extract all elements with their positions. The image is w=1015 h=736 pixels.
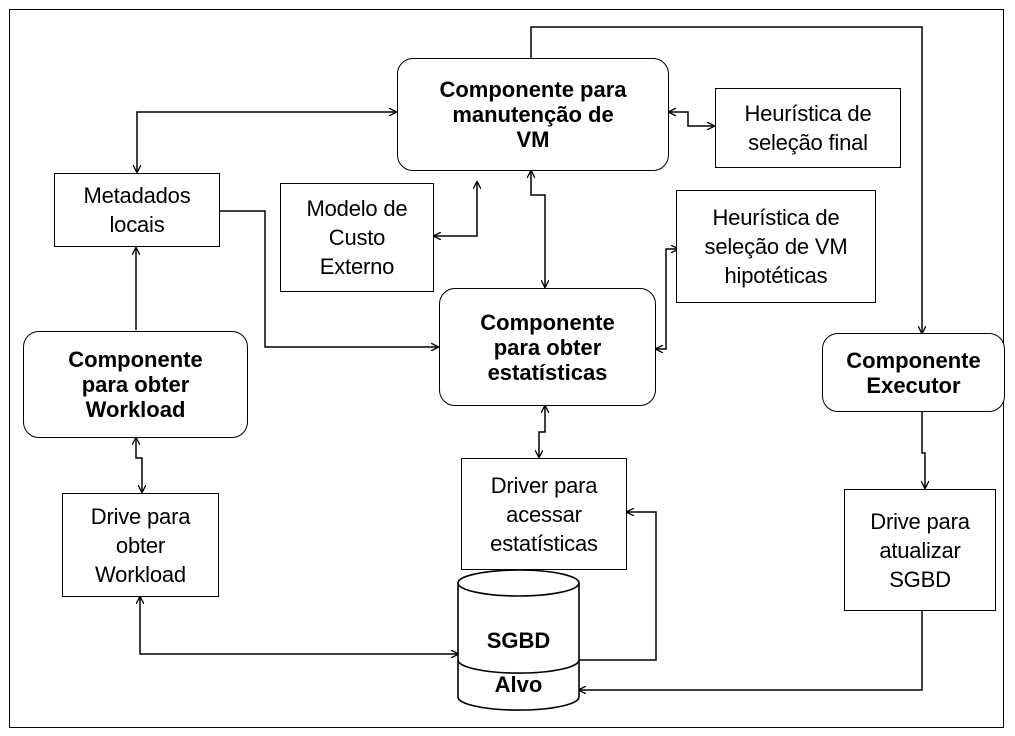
drive-obter-workload-label: Drive para obter Workload: [90, 503, 191, 587]
heuristica-vm-hipoteticas-label: Heurística de seleção de VM hipotéticas: [704, 205, 848, 288]
edge-sgbd-driver: [579, 512, 657, 661]
edge-metadados-estatisticas: [220, 210, 438, 347]
drive-atualizar-sgbd-label: Drive para atualizar SGBD: [870, 508, 970, 592]
heuristica-selecao-final-label: Heurística de seleção final: [744, 101, 872, 155]
drive-atualizar-sgbd: Drive para atualizar SGBD: [844, 489, 996, 611]
edge-estatisticas-heur-hip: [656, 249, 678, 349]
drive-obter-workload: Drive para obter Workload: [62, 493, 219, 597]
edge-workload-drive: [136, 438, 142, 492]
component-obter-estatisticas: Componente para obter estatísticas: [439, 288, 656, 406]
component-executor-label: Componente Executor: [846, 347, 981, 398]
edge-modelo-manutencao: [434, 182, 477, 236]
sgbd-cylinder: [457, 569, 580, 711]
component-obter-estatisticas-label: Componente para obter estatísticas: [480, 309, 615, 385]
metadados-locais-label: Metadados locais: [83, 183, 191, 237]
edge-estatisticas-driver: [539, 406, 545, 457]
edge-manutencao-estatisticas: [531, 171, 545, 287]
edge-executor-drive-sgbd: [922, 412, 925, 488]
component-executor: Componente Executor: [822, 333, 1005, 412]
edge-manutencao-heur-final: [669, 112, 714, 126]
component-obter-workload-label: Componente para obter Workload: [68, 347, 203, 422]
edge-drive-sgbd: [140, 597, 458, 654]
edge-drive-sgbd-alvo: [579, 611, 923, 690]
sgbd-label: SGBD: [486, 628, 551, 653]
metadados-locais: Metadados locais: [54, 173, 220, 247]
component-obter-workload: Componente para obter Workload: [23, 331, 248, 438]
component-manutencao-vm: Componente para manutenção de VM: [397, 58, 669, 171]
component-manutencao-vm-label: Componente para manutenção de VM: [439, 77, 627, 152]
driver-acessar-estatisticas: Driver para acessar estatísticas: [461, 458, 627, 570]
edge-metadados-manutencao: [137, 112, 396, 172]
heuristica-vm-hipoteticas: Heurística de seleção de VM hipotéticas: [676, 190, 876, 303]
alvo-label: Alvo: [494, 672, 543, 697]
driver-acessar-estatisticas-label: Driver para acessar estatísticas: [490, 472, 598, 556]
heuristica-selecao-final: Heurística de seleção final: [715, 88, 901, 168]
edge-manutencao-executor: [530, 26, 922, 333]
modelo-custo-externo: Modelo de Custo Externo: [280, 183, 434, 292]
modelo-custo-externo-label: Modelo de Custo Externo: [306, 196, 408, 279]
